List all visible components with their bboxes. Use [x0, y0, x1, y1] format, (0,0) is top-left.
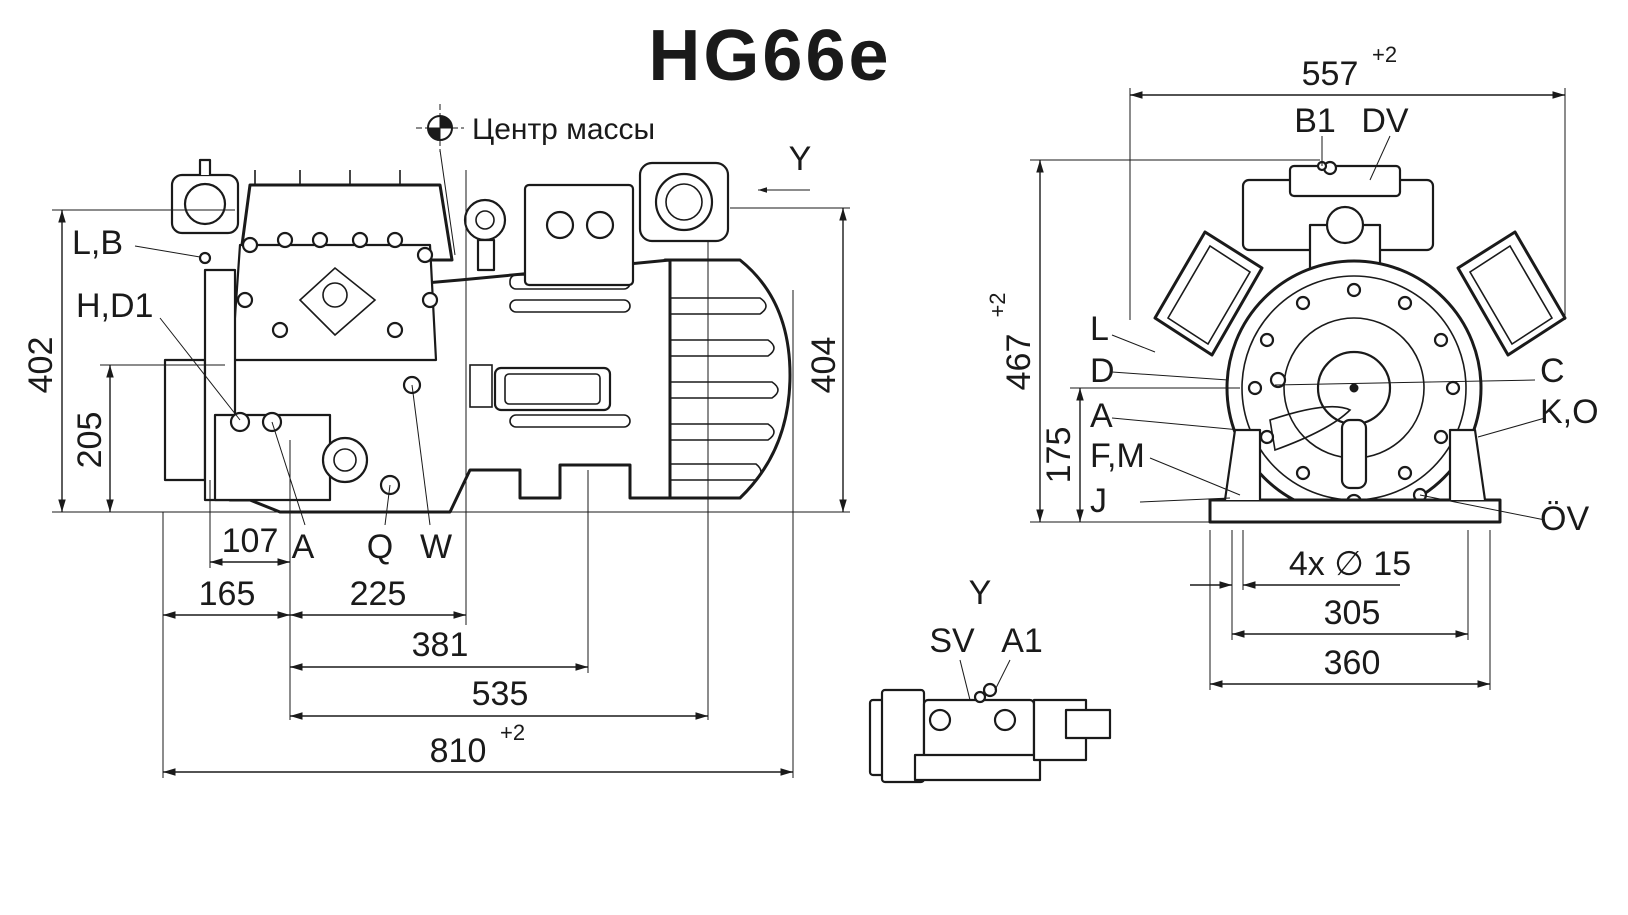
- housing-bolts: [1247, 282, 1461, 481]
- side-view-leaders: [134, 149, 810, 526]
- valve-plate: [230, 243, 438, 362]
- label-J: J: [1090, 482, 1107, 520]
- dim-467-tolerance: +2: [985, 292, 1010, 317]
- dim-305: 305: [1324, 594, 1381, 632]
- label-DV: DV: [1361, 102, 1409, 140]
- label-Q: Q: [367, 528, 393, 566]
- label-SV: SV: [929, 622, 975, 660]
- side-view-dimensions: [52, 170, 850, 778]
- center-of-mass-icon: [416, 104, 464, 152]
- label-Y-arrow: Y: [789, 140, 812, 178]
- dim-107: 107: [222, 522, 279, 560]
- dim-557-tolerance: +2: [1372, 42, 1397, 67]
- label-F-M: F,M: [1090, 437, 1145, 475]
- oil-sight-glass: [493, 366, 612, 412]
- dim-402: 402: [22, 337, 60, 394]
- dim-165: 165: [199, 575, 256, 613]
- dim-225: 225: [350, 575, 407, 613]
- label-A-side: A: [292, 528, 315, 566]
- terminal-box: [523, 183, 635, 287]
- label-K-O: K,O: [1540, 393, 1599, 431]
- motor-housing: [663, 258, 792, 500]
- label-OV: ÖV: [1540, 500, 1589, 538]
- dim-810: 810: [430, 732, 487, 770]
- side-view: [163, 158, 792, 514]
- base-feet: [1208, 498, 1502, 524]
- view-y-title: Y: [969, 574, 992, 612]
- dim-holes: 4x ∅ 15: [1289, 545, 1411, 583]
- label-B1: B1: [1294, 102, 1336, 140]
- center-of-mass-legend: Центр массы: [416, 104, 655, 152]
- label-L-front: L: [1090, 310, 1109, 348]
- label-L-B: L,B: [72, 224, 123, 262]
- center-of-mass-label: Центр массы: [472, 113, 655, 146]
- dim-535: 535: [472, 675, 529, 713]
- dim-381: 381: [412, 626, 469, 664]
- front-view-leaders: [1111, 135, 1546, 521]
- drawing-title: HG66e: [648, 16, 891, 96]
- dim-810-tolerance: +2: [500, 720, 525, 745]
- front-view-dimensions: [1030, 88, 1566, 690]
- label-C: C: [1540, 352, 1565, 390]
- head-bolts: [236, 231, 439, 339]
- lifting-eye: [463, 198, 507, 242]
- label-A-front: A: [1090, 397, 1113, 435]
- label-D: D: [1090, 352, 1115, 390]
- dim-467: 467: [1000, 334, 1038, 391]
- front-view: [1153, 160, 1567, 524]
- dim-175: 175: [1040, 427, 1078, 484]
- label-W: W: [420, 528, 452, 566]
- dim-360: 360: [1324, 644, 1381, 682]
- motor-ribs: [670, 297, 779, 481]
- label-A1: A1: [1001, 622, 1043, 660]
- cylinder-bank-right: [1456, 230, 1567, 357]
- label-H-D1: H,D1: [76, 287, 153, 325]
- dim-205: 205: [71, 412, 109, 469]
- view-y-leaders: [959, 659, 1011, 701]
- oil-pump-cover: [163, 358, 207, 482]
- view-y: [868, 682, 1112, 784]
- dim-404: 404: [805, 337, 843, 394]
- dim-557: 557: [1302, 55, 1359, 93]
